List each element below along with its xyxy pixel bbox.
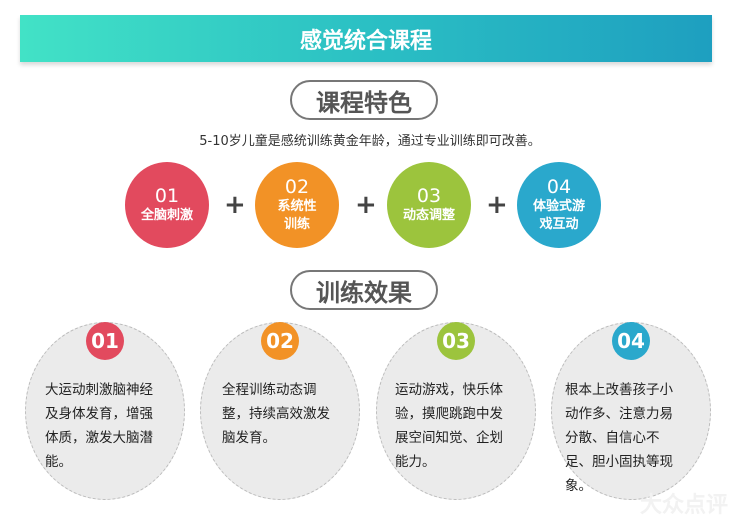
feature-label: 全脑刺激 (140, 208, 193, 223)
feature-label: 体验式游戏互动 (532, 199, 585, 232)
feature-label: 系统性训练 (277, 199, 317, 232)
plus-sign: + (355, 190, 377, 220)
feature-number: 04 (546, 176, 572, 198)
effect-text: 根本上改善孩子小动作多、注意力易分散、自信心不足、胆小固执等现象。 (565, 382, 673, 494)
effects-heading: 训练效果 (290, 270, 438, 310)
effect-number: 03 (437, 322, 475, 360)
features-heading: 课程特色 (290, 80, 438, 120)
feature-number: 03 (416, 185, 442, 207)
feature-label: 动态调整 (402, 208, 455, 223)
title-banner: 感觉统合课程 (20, 15, 712, 62)
features-subtitle: 5-10岁儿童是感统训练黄金年龄，通过专业训练即可改善。 (199, 134, 541, 149)
plus-sign: + (224, 190, 246, 220)
feature-number: 01 (154, 185, 180, 207)
effect-text: 运动游戏，快乐体验，摸爬跳跑中发展空间知觉、企划能力。 (395, 382, 503, 470)
effect-text: 全程训练动态调整，持续高效激发脑发育。 (222, 382, 330, 446)
plus-sign: + (486, 190, 508, 220)
effect-number: 04 (612, 322, 650, 360)
effect-number: 01 (86, 322, 124, 360)
effect-number: 02 (261, 322, 299, 360)
effect-text: 大运动刺激脑神经及身体发育，增强体质，激发大脑潜能。 (45, 382, 153, 470)
watermark: 大众点评 (639, 493, 728, 518)
page-title: 感觉统合课程 (299, 28, 432, 54)
feature-number: 02 (284, 176, 310, 198)
